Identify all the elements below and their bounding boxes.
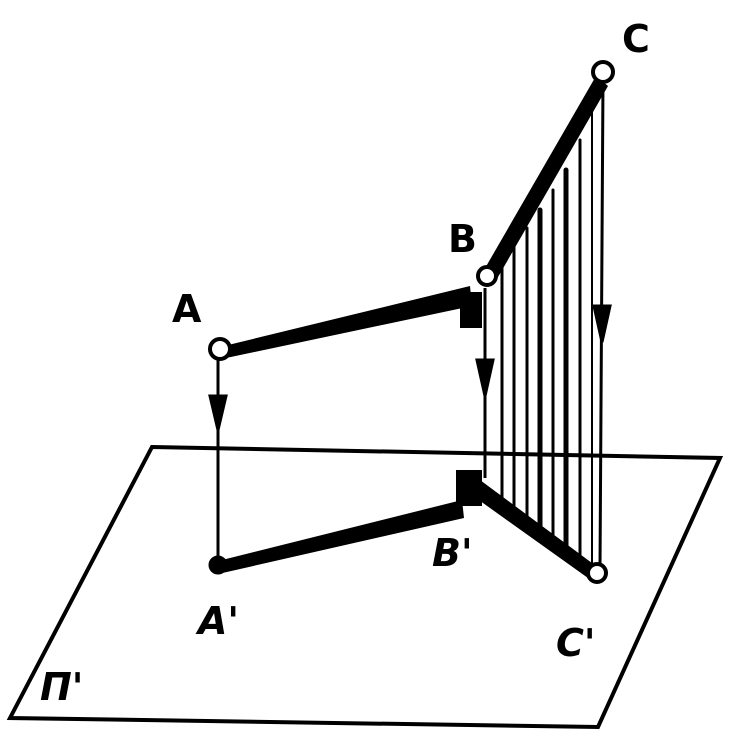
projection-rays — [208, 79, 612, 569]
label-c: C — [622, 17, 650, 61]
segment-a-b-proj — [214, 500, 464, 574]
point-b — [476, 265, 498, 287]
label-c-proj: C' — [556, 621, 596, 665]
label-a-proj: A' — [195, 599, 239, 643]
segment-ab — [224, 286, 472, 358]
segment-bc — [484, 76, 608, 284]
label-plane: П' — [40, 665, 83, 709]
segment-b-c-proj — [476, 480, 596, 578]
right-angle-mark-b-proj — [456, 470, 482, 506]
point-c — [591, 60, 615, 84]
point-a-proj — [208, 555, 228, 575]
right-angle-mark-b — [460, 292, 482, 328]
point-c-proj — [586, 562, 608, 584]
point-a — [208, 337, 232, 361]
label-a: A — [172, 287, 202, 331]
bc-projecting-plane-hatching — [500, 109, 593, 569]
label-b: B — [448, 217, 477, 261]
arrow-b-icon — [475, 358, 495, 397]
label-b-proj: B' — [432, 531, 473, 575]
arrow-c-icon — [592, 304, 612, 343]
arrow-a-icon — [208, 394, 228, 431]
projection-plane — [6, 444, 724, 730]
